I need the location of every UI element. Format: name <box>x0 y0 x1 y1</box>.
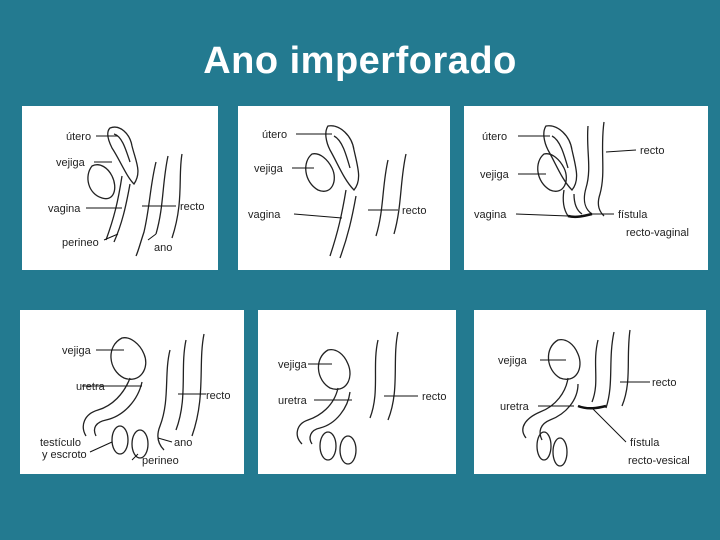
label-vejiga: vejiga <box>56 157 86 169</box>
diagram-male-fistula: vejiga uretra recto fístula recto-vesica… <box>474 310 706 474</box>
label-utero: útero <box>66 131 91 143</box>
label-recto: recto <box>652 377 676 389</box>
female-imperforate-drawing: útero vejiga vagina recto <box>248 125 426 259</box>
label-vagina: vagina <box>48 203 81 215</box>
male-imperforate-drawing: vejiga uretra recto <box>278 331 446 465</box>
label-vejiga: vejiga <box>480 169 510 181</box>
female-fistula-drawing: útero vejiga vagina recto fístula recto-… <box>474 121 689 239</box>
label-recto: recto <box>206 390 230 402</box>
label-vejiga: vejiga <box>498 355 528 367</box>
diagram-male-imperforate: vejiga uretra recto <box>258 310 456 474</box>
label-perineo: perineo <box>142 455 179 467</box>
label-ano: ano <box>154 242 172 254</box>
label-vejiga: vejiga <box>254 163 284 175</box>
label-recto: recto <box>180 201 204 213</box>
label-uretra: uretra <box>500 401 530 413</box>
label-vejiga: vejiga <box>62 345 92 357</box>
slide-title: Ano imperforado <box>203 40 517 82</box>
label-vagina: vagina <box>474 209 507 221</box>
label-utero: útero <box>482 131 507 143</box>
diagram-female-normal: útero vejiga vagina recto perineo ano <box>22 106 218 270</box>
label-recto: recto <box>402 205 426 217</box>
label-recto: recto <box>422 391 446 403</box>
label-fistula: fístula <box>630 437 660 449</box>
label-escroto: y escroto <box>42 449 87 461</box>
diagram-female-imperforate: útero vejiga vagina recto <box>238 106 450 270</box>
label-uretra: uretra <box>278 395 308 407</box>
label-perineo: perineo <box>62 237 99 249</box>
label-recto-vaginal: recto-vaginal <box>626 227 689 239</box>
male-normal-drawing: vejiga uretra recto testículo y escroto … <box>40 333 230 467</box>
label-fistula: fístula <box>618 209 648 221</box>
label-uretra: uretra <box>76 381 106 393</box>
label-recto-vesical: recto-vesical <box>628 455 690 467</box>
female-normal-drawing: útero vejiga vagina recto perineo ano <box>48 126 204 257</box>
label-vejiga: vejiga <box>278 359 308 371</box>
label-vagina: vagina <box>248 209 281 221</box>
label-ano: ano <box>174 437 192 449</box>
label-recto: recto <box>640 145 664 157</box>
male-fistula-drawing: vejiga uretra recto fístula recto-vesica… <box>498 329 690 467</box>
label-utero: útero <box>262 129 287 141</box>
diagram-male-normal: vejiga uretra recto testículo y escroto … <box>20 310 244 474</box>
diagram-female-fistula: útero vejiga vagina recto fístula recto-… <box>464 106 708 270</box>
label-testiculo: testículo <box>40 437 81 449</box>
